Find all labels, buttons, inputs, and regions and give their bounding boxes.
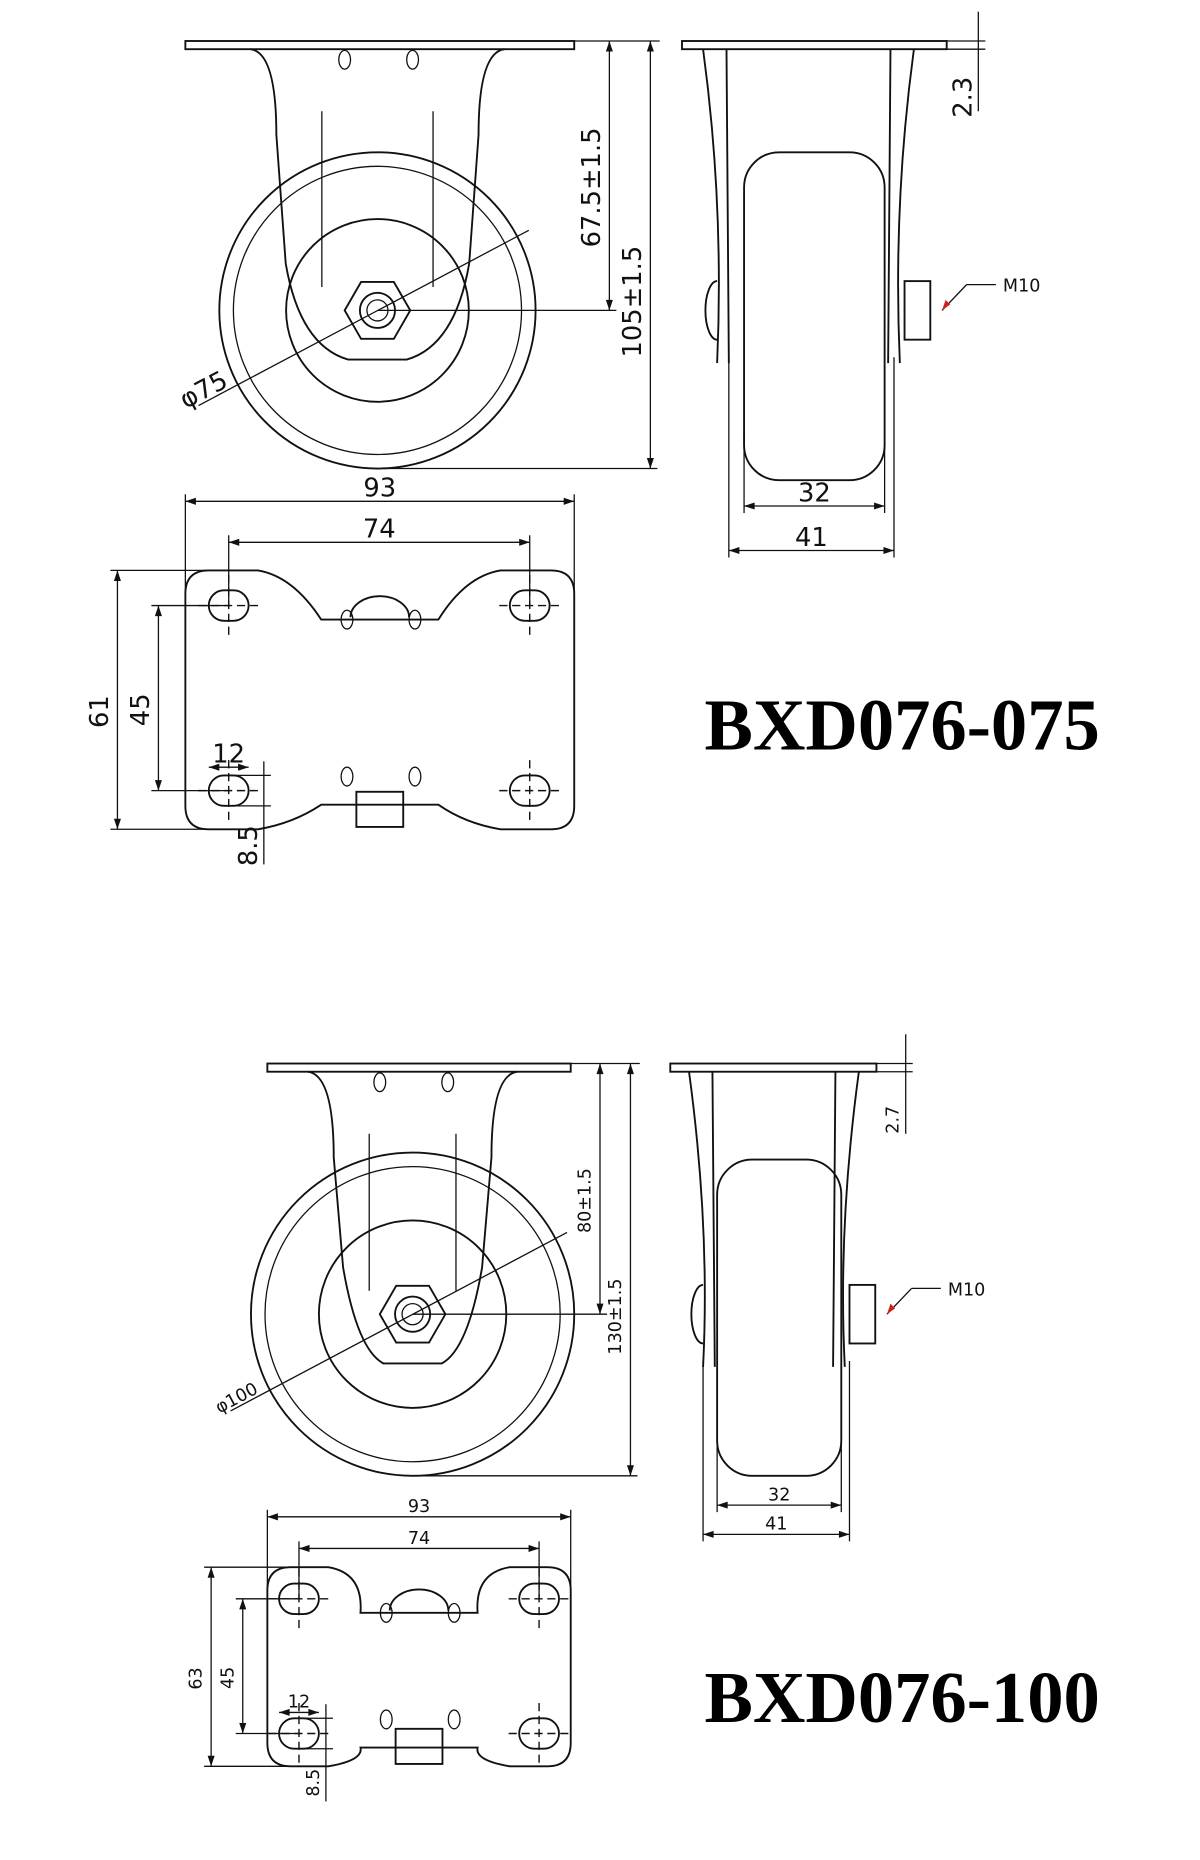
rivet [340, 766, 354, 787]
wheel-side [716, 1158, 843, 1477]
model-number: BXD076-075 [705, 685, 1100, 766]
mounting-plate [184, 569, 576, 831]
dimension-arrow [208, 763, 249, 771]
drawing-bxd076-075: 67.5±1.5 105±1.5 φ75 M10 2.3 32 41 93 74 61 45 12 8.… [85, 11, 1100, 866]
slot-length-label: 12 [288, 1693, 310, 1713]
front-view: 67.5±1.5 105±1.5 φ75 [175, 40, 660, 470]
hole-spacing-width-label: 45 [218, 1667, 238, 1689]
wheel-side [743, 151, 886, 482]
plate-length-label: 93 [408, 1497, 430, 1517]
fork-front [307, 1070, 518, 1365]
slot-width-label: 8.5 [304, 1769, 324, 1797]
drawing-bxd076-100: 80±1.5 130±1.5 φ100 M10 2.7 32 41 93 74 63 45 12 8.5… [187, 1034, 1100, 1802]
top-plate [266, 1062, 572, 1073]
side-view: M10 2.7 32 41 [669, 1034, 985, 1542]
bolt-size-label: M10 [948, 1280, 985, 1300]
fork-width-label: 41 [765, 1515, 787, 1535]
total-height-label: 130±1.5 [606, 1278, 626, 1354]
mounting-plate [266, 1566, 572, 1768]
fork-front [250, 48, 505, 361]
side-nut [848, 1283, 877, 1345]
nut-plan [394, 1727, 444, 1765]
rivet [408, 766, 422, 787]
fork-side [688, 1071, 860, 1367]
rivet [447, 1602, 461, 1623]
side-view: M10 2.3 32 41 [681, 11, 1040, 558]
wheel-diameter-label: φ75 [175, 365, 233, 415]
diameter-line [230, 1231, 568, 1412]
side-top-plate [669, 1062, 878, 1073]
kingpin-head [349, 595, 411, 618]
bolt-head [690, 1283, 704, 1345]
rivet [379, 1709, 393, 1730]
leader-arrow [942, 299, 951, 311]
plate-width-label: 63 [187, 1667, 207, 1689]
axle-height-label: 80±1.5 [576, 1168, 596, 1233]
plan-view: 93 74 63 45 12 8.5 [187, 1497, 572, 1802]
leader-arrow [886, 1303, 896, 1315]
rivet [447, 1709, 461, 1730]
axle-height-label: 67.5±1.5 [577, 127, 607, 247]
rivet [340, 609, 354, 630]
slot-length-label: 12 [212, 740, 245, 770]
hole-spacing-length-label: 74 [408, 1529, 430, 1549]
hole-spacing-width-label: 45 [126, 693, 156, 726]
fork-side [702, 49, 915, 364]
slot-width-label: 8.5 [234, 825, 264, 866]
model-number: BXD076-100 [705, 1657, 1100, 1738]
plan-view: 93 74 61 45 12 8.5 [85, 474, 576, 866]
hole-spacing-length-label: 74 [363, 515, 396, 545]
dimension-arrow [279, 1708, 319, 1716]
rivet [338, 49, 352, 70]
rivet [379, 1602, 393, 1623]
axle-nut [343, 281, 412, 340]
wheel-width-label: 32 [798, 478, 831, 508]
fork-width-label: 41 [795, 523, 828, 553]
nut-plan [355, 790, 405, 828]
wheel-diameter-label: φ100 [212, 1379, 261, 1418]
diameter-line [198, 229, 530, 407]
rivet [408, 609, 422, 630]
kingpin-head [388, 1588, 450, 1611]
plate-length-label: 93 [363, 474, 396, 504]
total-height-label: 105±1.5 [618, 246, 648, 358]
side-top-plate [681, 40, 948, 51]
top-plate [184, 40, 576, 51]
rivet [373, 1072, 387, 1093]
side-nut [903, 280, 932, 341]
rivet [406, 49, 420, 70]
bolt-size-label: M10 [1003, 277, 1040, 297]
plate-thickness-label: 2.7 [884, 1106, 904, 1134]
axle-nut [378, 1284, 447, 1344]
plate-width-label: 61 [85, 695, 115, 728]
bolt-head [704, 280, 718, 341]
plate-thickness-label: 2.3 [948, 77, 978, 118]
wheel-width-label: 32 [768, 1485, 790, 1505]
rivet [441, 1072, 455, 1093]
front-view: 80±1.5 130±1.5 φ100 [212, 1062, 640, 1477]
